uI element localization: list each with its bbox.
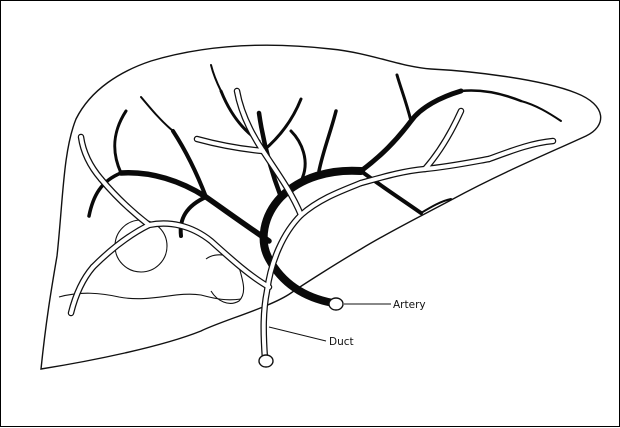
duct-left-upper [101,179,149,225]
artery-mid-left [291,131,305,181]
duct-left-main [149,224,269,287]
artery-left-small-1 [141,97,173,131]
artery-left-upper [115,111,126,173]
artery-cut-end [329,298,343,310]
artery-tree [89,65,561,303]
artery-right-small-2 [521,101,561,121]
artery-right-main [361,91,461,171]
artery-right-far [461,90,521,101]
artery-right-up [397,75,411,121]
duct-leader-line [269,327,326,341]
artery-left-small-2 [211,65,221,91]
artery-mid-up [319,111,336,171]
artery-right-small-1 [421,199,451,213]
duct-right-main [361,159,489,183]
duct-tree [71,91,553,359]
duct-cut-end [259,355,273,367]
artery-label: Artery [393,299,426,311]
artery-upper-mid-3 [263,99,301,151]
duct-label: Duct [329,336,354,348]
